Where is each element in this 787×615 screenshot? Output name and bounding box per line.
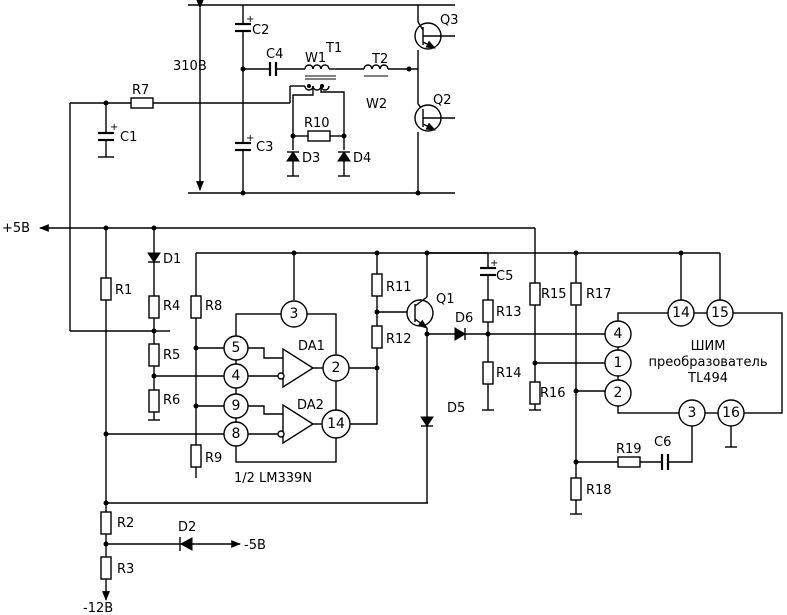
ic-caption: 1/2 LM339N: [234, 471, 312, 486]
tl-pin-1: 1: [614, 355, 623, 371]
tl-pin-16: 16: [722, 405, 740, 421]
lm-pin-14: 14: [327, 416, 345, 432]
d3-label: D3: [302, 151, 320, 166]
t2-label: T2: [371, 52, 388, 67]
tl494-block: 14 15 4 1 2 3 16 ШИМ преобразователь TL4…: [604, 253, 783, 448]
r10-label: R10: [304, 116, 330, 131]
plus5-label: +5В: [2, 221, 30, 236]
r15-label: R15: [541, 287, 567, 302]
minus12-label: -12В: [83, 601, 113, 615]
q2-label: Q2: [433, 93, 452, 108]
r7-label: R7: [132, 83, 149, 98]
r12-label: R12: [386, 332, 412, 347]
r16-label: R16: [540, 386, 566, 401]
r3-label: R3: [117, 562, 134, 577]
q1-label: Q1: [436, 292, 455, 307]
r14-label: R14: [496, 366, 522, 381]
r4-label: R4: [163, 299, 180, 314]
r8-label: R8: [205, 299, 222, 314]
divider-r15-r16: R15 R16: [529, 282, 605, 411]
da2-label: DA2: [297, 398, 324, 413]
tl-pin-4: 4: [614, 326, 623, 342]
r2-label: R2: [117, 516, 134, 531]
c4-label: C4: [266, 47, 283, 62]
voltage-310-label: 310В: [173, 59, 207, 74]
svg-text:+: +: [246, 14, 254, 25]
lm-pin-4: 4: [232, 368, 241, 384]
divider-r4-r6: D1 R4 R5 R6: [147, 228, 224, 421]
tl-pin-2: 2: [614, 385, 623, 401]
lm339-block: 1/2 LM339N 3 5 4 9 8 2 14 DA1 DA2: [223, 300, 380, 486]
c6-label: C6: [654, 435, 671, 450]
d4-label: D4: [353, 151, 371, 166]
svg-text:+: +: [246, 133, 254, 144]
comparator-rail: R8 R9: [106, 250, 488, 478]
r18-label: R18: [586, 483, 612, 498]
d5-label: D5: [447, 401, 465, 416]
tl-pin-3: 3: [688, 405, 697, 421]
pwm-subtitle: преобразователь: [649, 355, 768, 370]
minus5-label: -5В: [244, 538, 266, 553]
r1-label: R1: [115, 283, 132, 298]
half-bridge-section: 310В C2 C3 + + C4 W1 T1: [173, 0, 459, 196]
q3-label: Q3: [440, 13, 459, 28]
r6-label: R6: [163, 393, 180, 408]
q1-stage: R11 R12 Q1 D5 D6: [371, 253, 605, 503]
t1-label: T1: [325, 41, 342, 56]
plus5-rail: +5В: [2, 221, 536, 283]
lm-pin-9: 9: [232, 398, 241, 414]
svg-text:+: +: [110, 122, 118, 133]
feedback-input: R7 + C1: [69, 83, 305, 332]
c3-label: C3: [256, 140, 273, 155]
tl-pin-15: 15: [711, 305, 729, 321]
r13-label: R13: [496, 305, 522, 320]
r5-label: R5: [163, 348, 180, 363]
w2-label: W2: [366, 97, 387, 112]
compensation: R17 R19 C6 R18: [427, 250, 720, 515]
pwm-title: ШИМ: [691, 339, 726, 354]
tl-pin-14: 14: [672, 305, 690, 321]
divider-r1-r3: R1 R2 R3 -12В D2 -5В: [83, 228, 428, 615]
lm-pin-8: 8: [232, 426, 241, 442]
r17-label: R17: [586, 287, 612, 302]
d2-label: D2: [178, 520, 196, 535]
c2-label: C2: [252, 23, 269, 38]
svg-text:+: +: [490, 258, 498, 269]
pwm-chip-name: TL494: [687, 371, 728, 386]
r19-label: R19: [616, 442, 642, 457]
r11-label: R11: [386, 280, 412, 295]
c1-label: C1: [120, 130, 137, 145]
d1-label: D1: [163, 252, 181, 267]
r9-label: R9: [205, 451, 222, 466]
soft-start: + C5 R13 R14: [480, 253, 522, 411]
lm-pin-5: 5: [232, 340, 241, 356]
w1-label: W1: [305, 51, 326, 66]
c5-label: C5: [496, 269, 513, 284]
da1-label: DA1: [298, 339, 325, 354]
d6-label: D6: [455, 311, 473, 326]
lm-pin-3: 3: [290, 306, 299, 322]
lm-pin-2: 2: [332, 360, 341, 376]
